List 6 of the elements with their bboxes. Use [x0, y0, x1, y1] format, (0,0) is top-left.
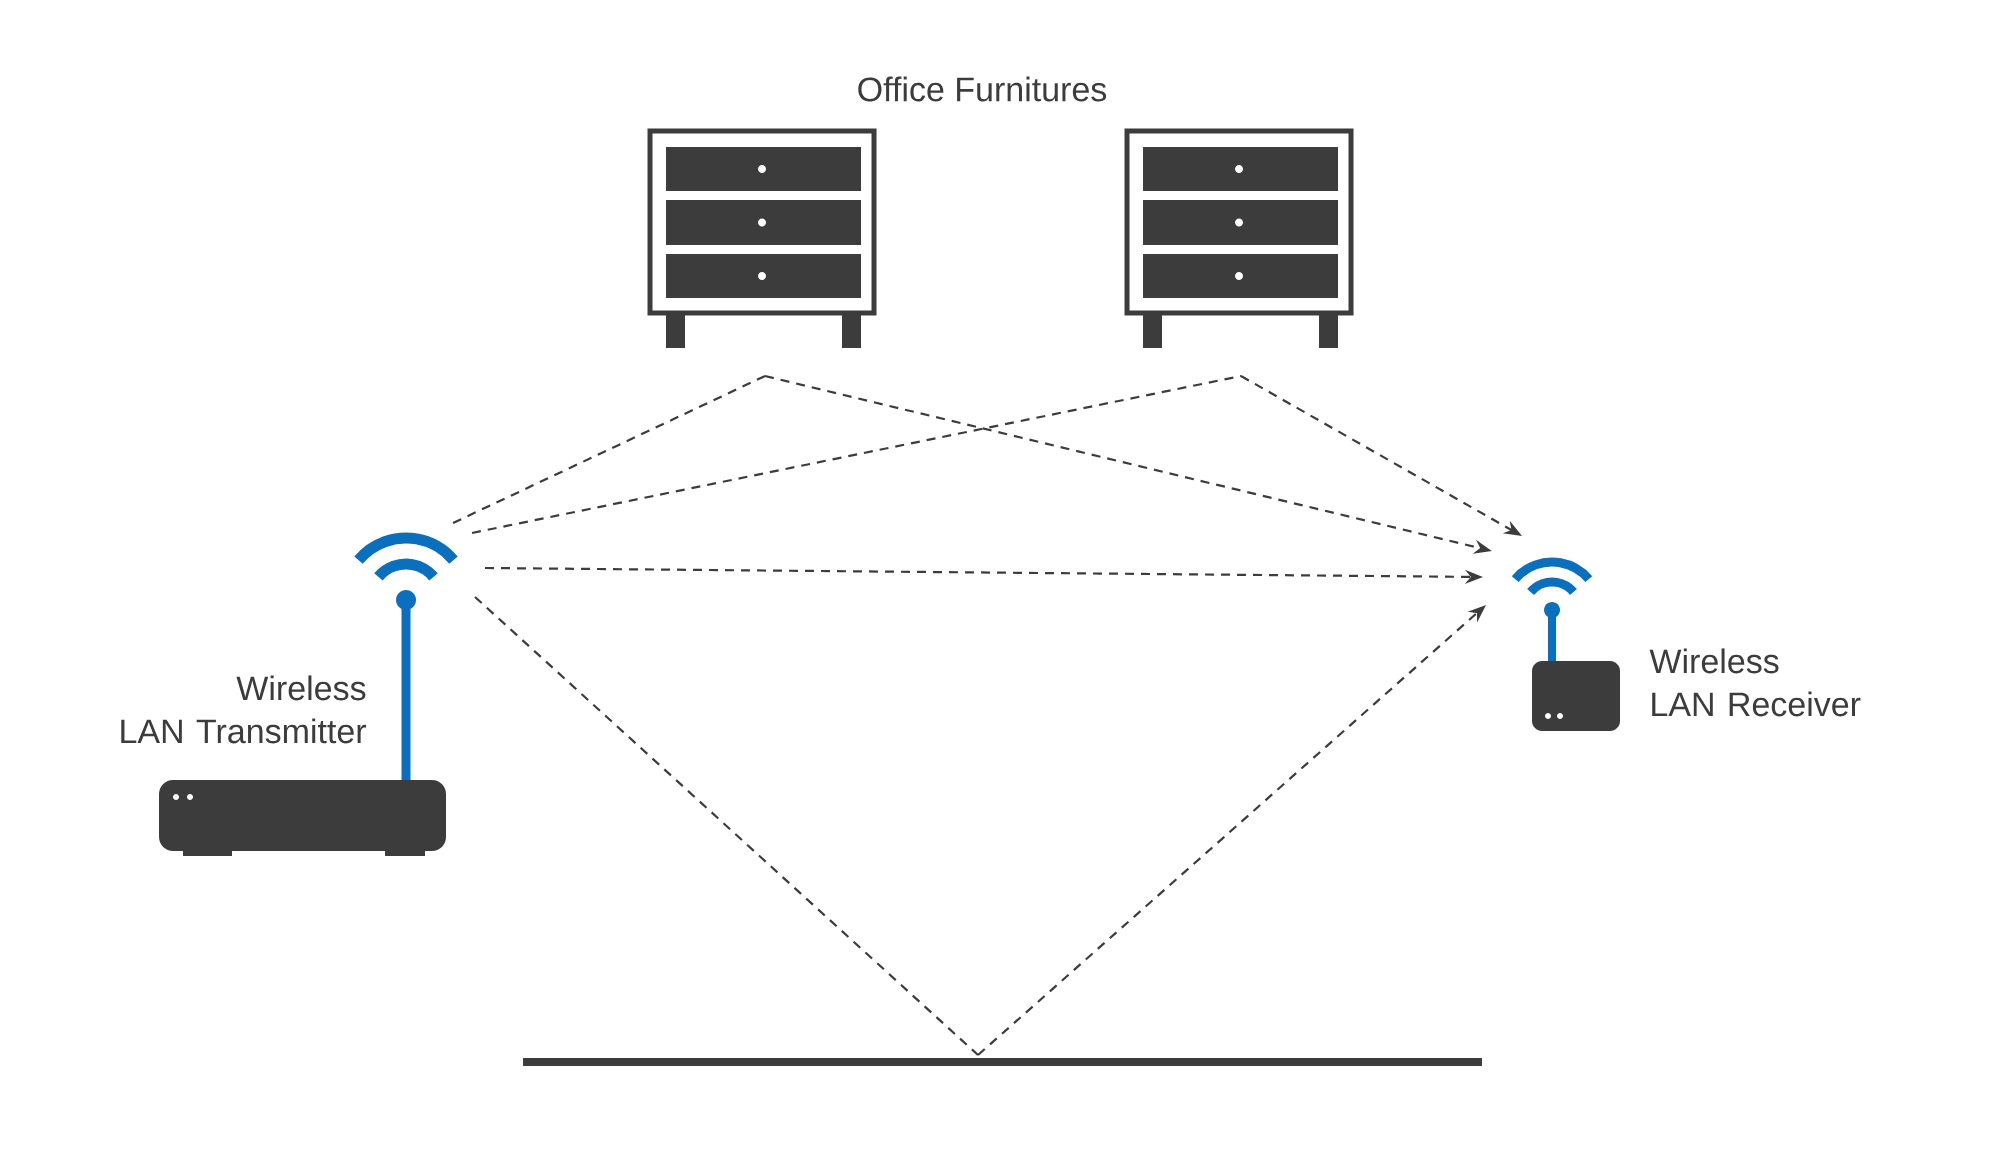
cabinet-drawing [647, 128, 877, 348]
cabinet-drawing [1124, 128, 1354, 348]
heading: Office Furnitures [858, 76, 1107, 102]
device-label: Wireless LAN Transmitter [121, 675, 367, 744]
device-label: Wireless LAN Receiver [1649, 648, 1861, 717]
router-drawing [1511, 557, 1620, 731]
